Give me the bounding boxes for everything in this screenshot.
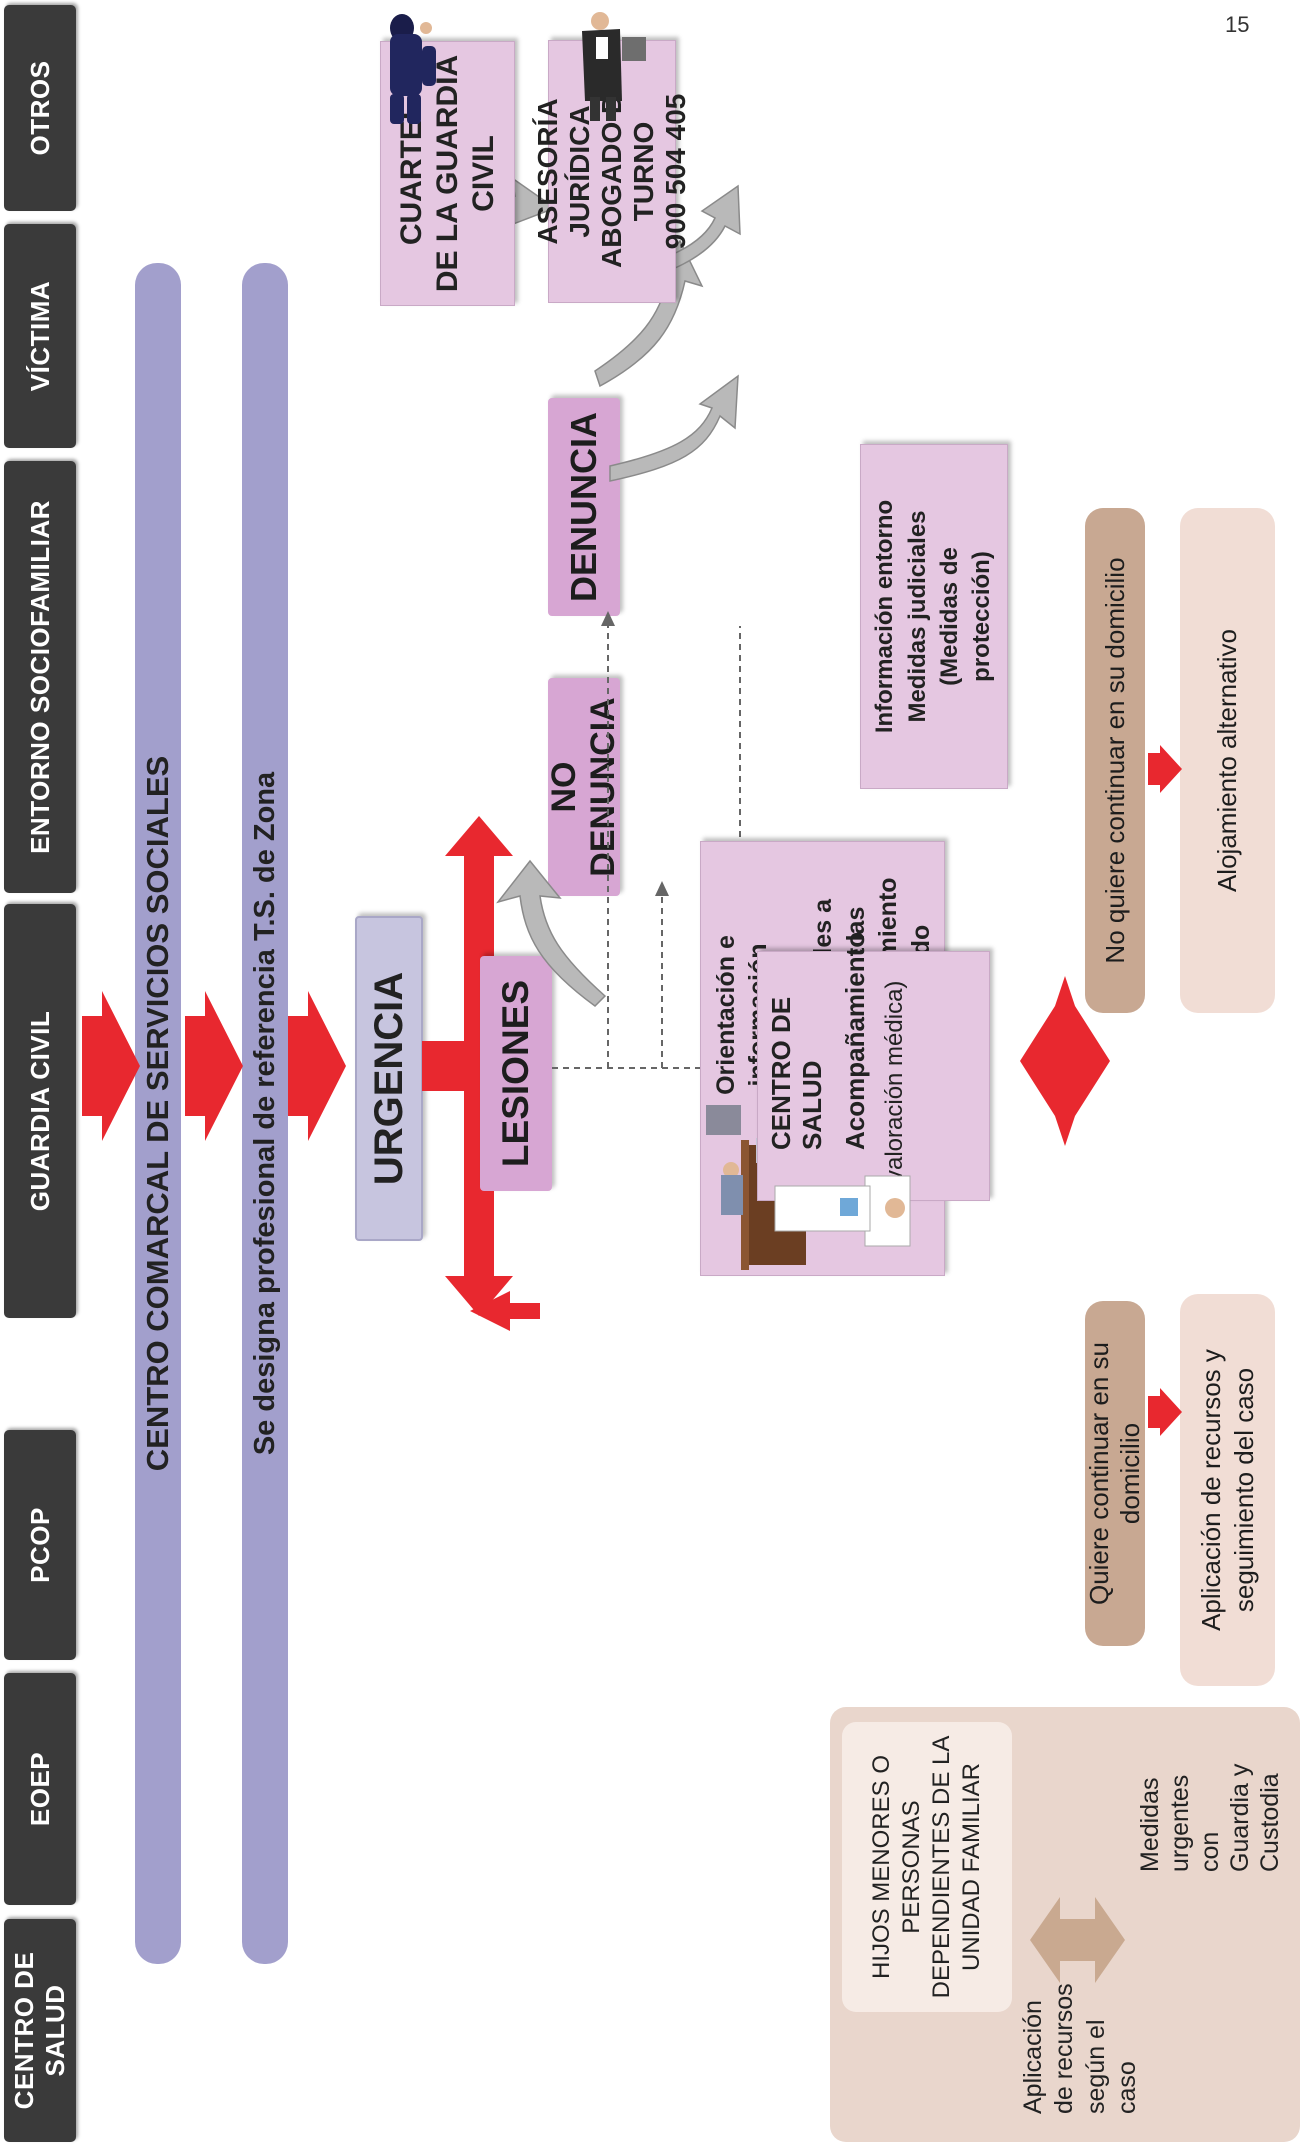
centro-salud-title: CENTRO DE SALUD — [766, 996, 827, 1150]
red-arrow-no-quiere — [1148, 745, 1182, 793]
hijos-medidas-urgentes: Medidas urgentes con Guardia y Custodia — [1136, 1763, 1284, 1872]
guardia-civil-figure-icon — [390, 14, 436, 124]
hijos-panel: HIJOS MENORES O PERSONAS DEPENDIENTES DE… — [830, 1707, 1300, 2142]
tab-otros: OTROS — [4, 5, 76, 211]
tab-centro-de-salud: CENTRO DE SALUD — [4, 1919, 76, 2142]
tab-entorno-sociofamiliar: ENTORNO SOCIOFAMILIAR — [4, 461, 76, 893]
tab-guardia-civil: GUARDIA CIVIL — [4, 904, 76, 1318]
hijos-title: HIJOS MENORES O PERSONAS DEPENDIENTES DE… — [842, 1722, 1012, 2012]
hijos-aplicacion-recursos: Aplicación de recursos según el caso — [1019, 1983, 1141, 2114]
tab-eoep: EOEP — [4, 1673, 76, 1905]
abogado-figure-icon — [582, 12, 646, 121]
tab-pcop: PCOP — [4, 1430, 76, 1660]
double-arrow-icon — [1030, 1897, 1125, 1983]
red-arrow-3 — [288, 991, 346, 1141]
red-split-end-left — [470, 1291, 540, 1331]
tab-victima: VÍCTIMA — [4, 224, 76, 448]
page-number: 15 — [1225, 12, 1250, 37]
red-arrow-quiere — [1148, 1388, 1182, 1436]
red-double-arrow-domicilio — [1020, 976, 1110, 1146]
medica-figure-icon — [774, 1175, 911, 1247]
red-arrow-1 — [82, 991, 140, 1141]
quiere-continuar-box: Quiere continuar en su domicilio — [1084, 1301, 1145, 1646]
informacion-entorno-box: Información entorno Medidas judiciales (… — [860, 444, 1008, 789]
alojamiento-box: Alojamiento alternativo — [1180, 508, 1275, 1013]
red-arrows-top — [82, 991, 346, 1141]
red-arrow-2 — [185, 991, 243, 1141]
no-quiere-continuar-box: No quiere continuar en su domicilio — [1085, 508, 1145, 1013]
aplicacion-recursos-box: Aplicación de recursos y seguimiento del… — [1180, 1294, 1275, 1686]
urgencia-box: URGENCIA — [355, 916, 423, 1241]
centro-salud-acompanamiento: Acompañamiento — [840, 931, 870, 1150]
